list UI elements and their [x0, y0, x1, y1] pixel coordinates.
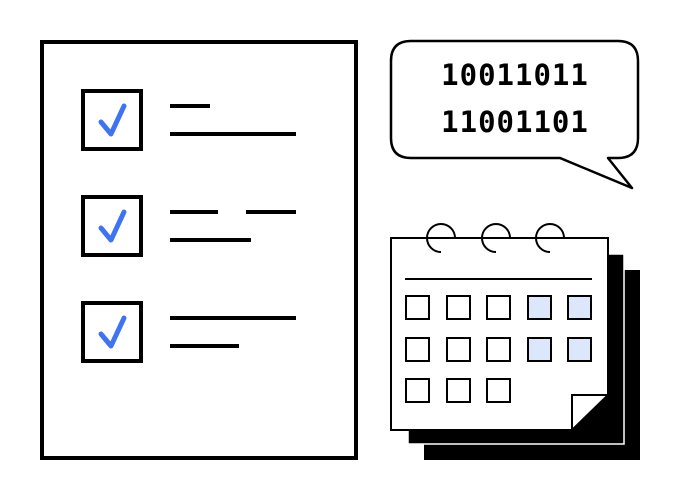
- calendar-day: [446, 295, 471, 320]
- calendar: [390, 223, 640, 460]
- calendar-day-highlighted: [567, 337, 592, 362]
- calendar-day-highlighted: [567, 295, 592, 320]
- calendar-day: [486, 378, 511, 403]
- calendar-rings: [426, 223, 565, 253]
- calendar-day: [446, 378, 471, 403]
- checkmark-icon: [98, 103, 127, 137]
- checklist-document: [40, 40, 358, 460]
- calendar-day: [486, 295, 511, 320]
- checkmark-icon: [98, 315, 127, 349]
- binary-line-1: 10011011: [441, 58, 589, 92]
- calendar-day-highlighted: [527, 337, 552, 362]
- checkmark-icon: [98, 209, 127, 243]
- calendar-day-highlighted: [527, 295, 552, 320]
- checkbox-3: [81, 301, 143, 363]
- checkbox-1: [81, 89, 143, 151]
- calendar-day: [405, 378, 430, 403]
- speech-bubble: 10011011 11001101: [389, 39, 640, 190]
- calendar-grid: [405, 295, 592, 403]
- checkbox-2: [81, 195, 143, 257]
- calendar-day: [405, 337, 430, 362]
- calendar-day: [446, 337, 471, 362]
- binary-line-2: 11001101: [441, 105, 589, 139]
- calendar-day: [486, 337, 511, 362]
- calendar-day: [405, 295, 430, 320]
